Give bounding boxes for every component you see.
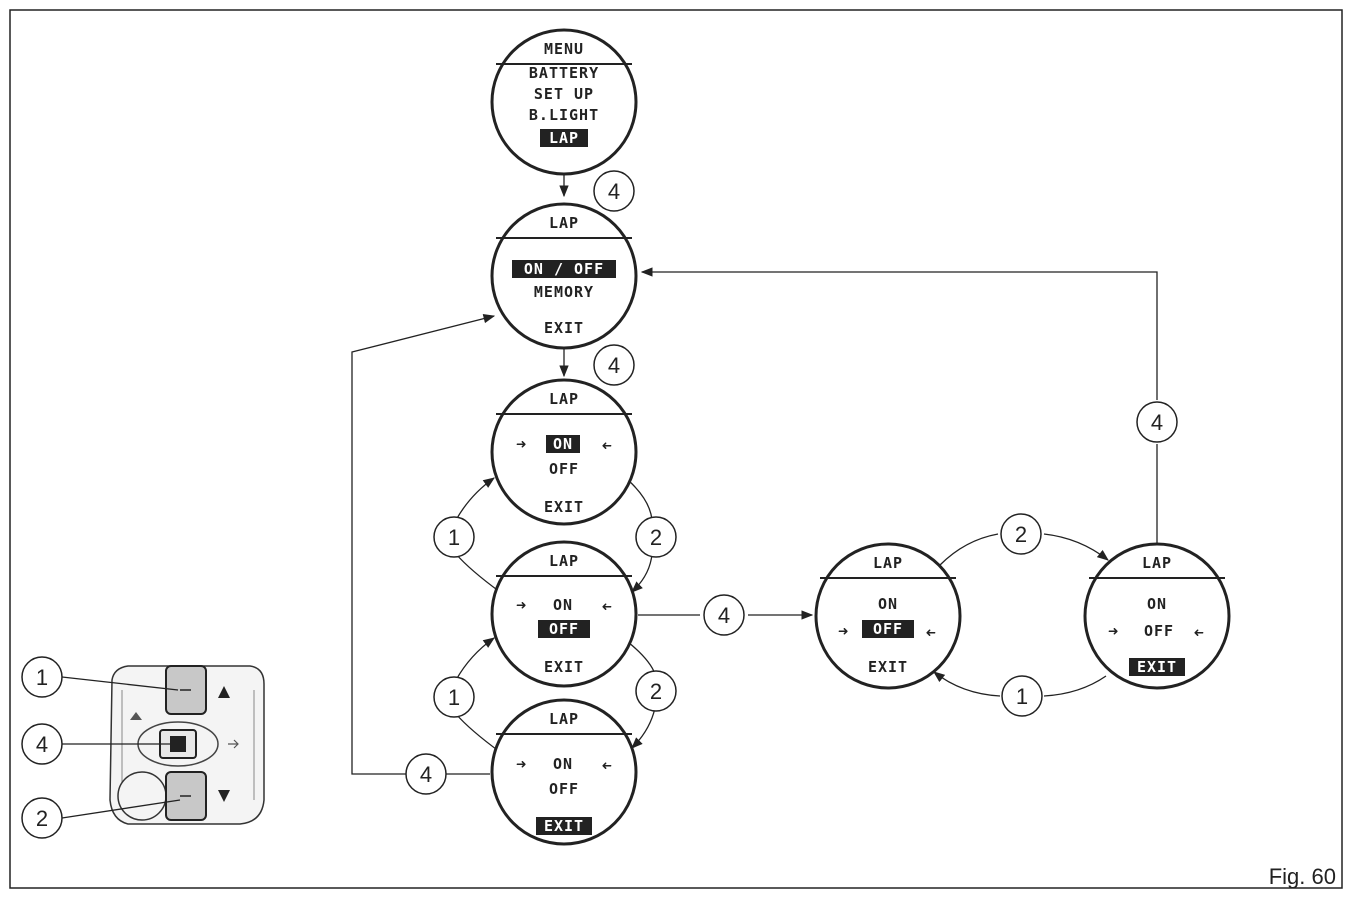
exit-confirm-title: LAP [1142, 554, 1172, 572]
up-triangle-icon [218, 686, 230, 698]
lap-off-on: ON [553, 596, 573, 614]
left-arrow-icon: ➜ [602, 755, 612, 775]
small-up-icon [130, 712, 142, 720]
svg-text:1: 1 [1016, 684, 1028, 709]
menu-item-setup: SET UP [534, 85, 594, 103]
figure-frame [9, 9, 1343, 889]
screen-lap-exit: LAP ➜ ON ➜ OFF EXIT [490, 698, 638, 846]
screen-lap-off: LAP ➜ ON ➜ OFF EXIT [490, 540, 638, 688]
off-confirm-on: ON [878, 595, 898, 613]
svg-text:2: 2 [650, 525, 662, 550]
step-exit-back: 4 [405, 753, 447, 795]
side-knob [117, 771, 167, 821]
screen-menu: MENU BATTERY SET UP B.LIGHT LAP [490, 28, 638, 176]
svg-text:4: 4 [36, 732, 48, 757]
handlebar-switch-illustration: 1 4 2 [21, 656, 265, 839]
menu-item-lap-selected: LAP [549, 129, 579, 147]
switch-label-up: 1 [21, 656, 63, 698]
lap-on-exit: EXIT [544, 498, 584, 516]
lap-main-memory: MEMORY [534, 283, 594, 301]
step-confirm-back: 4 [1136, 401, 1178, 443]
lap-exit-on: ON [553, 755, 573, 773]
right-arrow-icon: ➜ [838, 622, 848, 642]
svg-text:4: 4 [420, 762, 432, 787]
svg-text:1: 1 [448, 525, 460, 550]
exit-confirm-on: ON [1147, 595, 1167, 613]
svg-text:4: 4 [718, 603, 730, 628]
right-arrow-icon: ➜ [516, 596, 526, 616]
svg-text:1: 1 [36, 665, 48, 690]
switch-label-center: 4 [21, 723, 63, 765]
right-arrow-icon: ➜ [1108, 622, 1118, 642]
step-confirm-to-exit: 2 [1000, 513, 1042, 555]
lap-main-onoff-selected: ON / OFF [524, 260, 604, 278]
lap-main-title: LAP [549, 214, 579, 232]
figure-label: Fig. 60 [1269, 864, 1336, 889]
lap-off-title: LAP [549, 552, 579, 570]
screen-exit-confirm: LAP ON ➜ OFF ➜ EXIT [1083, 542, 1231, 690]
svg-text:4: 4 [608, 179, 620, 204]
svg-text:1: 1 [448, 685, 460, 710]
step-exit-to-off: 1 [433, 676, 475, 718]
step-labels: 4 4 2 1 2 1 4 4 2 1 4 [405, 170, 1178, 795]
step-menu-to-lap: 4 [593, 170, 635, 212]
lap-on-title: LAP [549, 390, 579, 408]
off-confirm-off-selected: OFF [873, 620, 903, 638]
lap-on-on-selected: ON [553, 435, 573, 453]
step-on-to-off: 2 [635, 516, 677, 558]
lap-on-off: OFF [549, 460, 579, 478]
menu-title: MENU [544, 40, 584, 58]
lap-exit-off: OFF [549, 780, 579, 798]
lap-off-exit: EXIT [544, 658, 584, 676]
switch-label-down: 2 [21, 797, 63, 839]
left-arrow-icon: ➜ [602, 596, 612, 616]
screen-off-confirm: LAP ON ➜ OFF ➜ EXIT [814, 542, 962, 690]
left-arrow-icon: ➜ [1194, 622, 1204, 642]
lap-exit-title: LAP [549, 710, 579, 728]
leader-line-up [61, 676, 179, 691]
lap-exit-exit-selected: EXIT [544, 817, 584, 835]
exit-confirm-exit-selected: EXIT [1137, 658, 1177, 676]
left-arrow-icon: ➜ [602, 435, 612, 455]
step-off-to-exit: 2 [635, 670, 677, 712]
right-arrow-icon [228, 739, 239, 749]
step-off-to-on: 1 [433, 516, 475, 558]
svg-text:2: 2 [36, 806, 48, 831]
right-arrow-icon: ➜ [516, 755, 526, 775]
svg-text:2: 2 [650, 679, 662, 704]
right-arrow-icon: ➜ [516, 435, 526, 455]
lap-off-off-selected: OFF [549, 620, 579, 638]
down-triangle-icon [218, 790, 230, 802]
menu-item-blight: B.LIGHT [529, 106, 599, 124]
exit-confirm-off: OFF [1144, 622, 1174, 640]
screen-lap-main: LAP ON / OFF MEMORY EXIT [490, 202, 638, 350]
off-confirm-exit: EXIT [868, 658, 908, 676]
step-exit-to-confirm: 1 [1001, 675, 1043, 717]
menu-item-battery: BATTERY [529, 64, 599, 82]
left-arrow-icon: ➜ [926, 622, 936, 642]
lap-main-exit: EXIT [544, 319, 584, 337]
svg-text:4: 4 [1151, 410, 1163, 435]
screen-lap-on: LAP ➜ ON ➜ OFF EXIT [490, 378, 638, 526]
leader-line-down [61, 799, 181, 819]
svg-text:2: 2 [1015, 522, 1027, 547]
off-confirm-title: LAP [873, 554, 903, 572]
step-off-to-confirm: 4 [703, 594, 745, 636]
step-lap-to-on: 4 [593, 344, 635, 386]
svg-text:4: 4 [608, 353, 620, 378]
